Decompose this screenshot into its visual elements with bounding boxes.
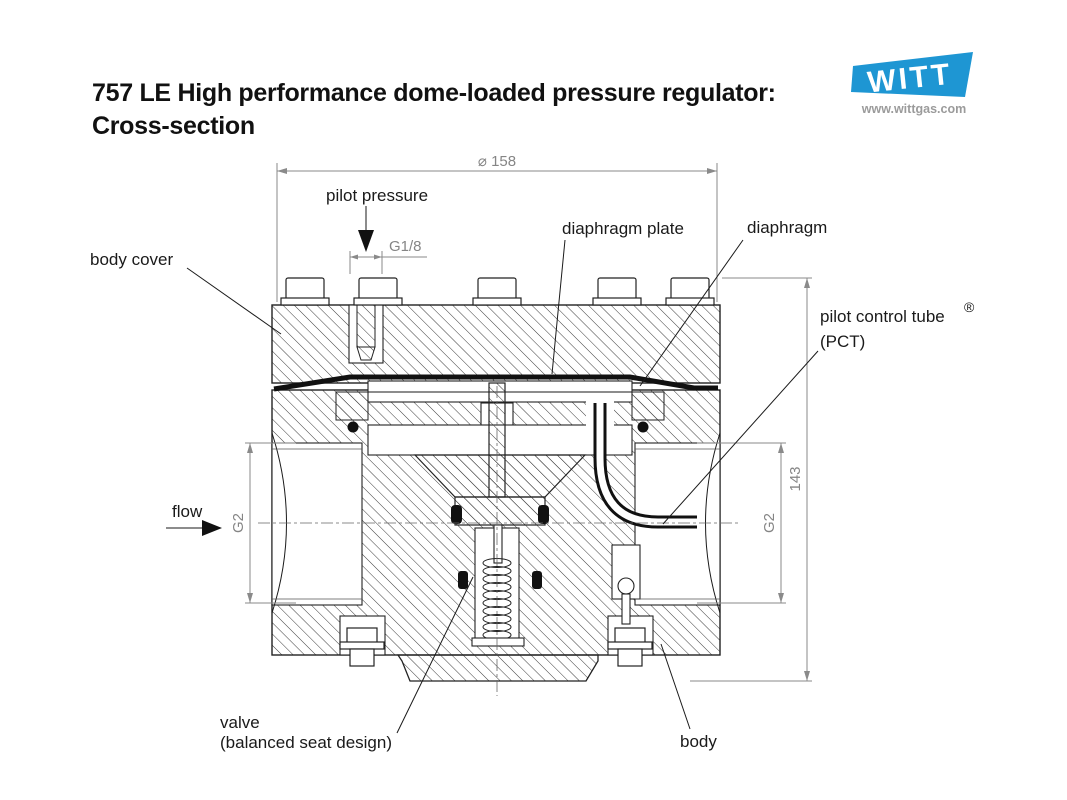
body-cover-leader [186, 267, 282, 335]
label-body-cover: body cover [90, 250, 173, 269]
page-title-line1: 757 LE High performance dome-loaded pres… [92, 79, 776, 107]
spring-seat [471, 637, 525, 647]
pilot-plug-tip [356, 346, 376, 361]
bolt [353, 277, 403, 306]
o-ring [347, 421, 359, 433]
dimension-outlet-g2: G2 [697, 442, 786, 604]
label-pilot-control-tube: pilot control tube [820, 307, 945, 326]
label-valve: valve [220, 713, 260, 732]
seat-seal [532, 571, 542, 589]
bottom-plug [607, 627, 653, 667]
dim-pilot-port-text: G1/8 [389, 238, 422, 255]
poppet-seal [451, 505, 462, 524]
dimension-diameter-158: ⌀ 158 [276, 153, 718, 302]
logo-website-text: www.wittgas.com [861, 102, 966, 116]
flow-arrow [202, 520, 222, 536]
valve-poppet [454, 496, 546, 526]
dimension-height-143: 143 [690, 277, 812, 682]
pilot-plug-shank [356, 304, 376, 348]
label-pct: (PCT) [820, 332, 865, 351]
dimension-inlet-g2: G2 [230, 442, 296, 604]
diaphragm-plate-leader [551, 239, 566, 375]
inlet-port-bore [271, 442, 363, 606]
bottom-boss [396, 654, 599, 682]
poppet-seal [538, 505, 549, 524]
bolt [592, 277, 642, 306]
body-leader [660, 643, 691, 730]
dim-outlet-text: G2 [761, 513, 778, 533]
page-title-line2: Cross-section [92, 112, 255, 140]
label-diaphragm-plate: diaphragm plate [562, 219, 684, 238]
valve-rod [493, 524, 503, 564]
bottom-plug [339, 627, 385, 667]
callouts: pilot pressure diaphragm plate diaphragm… [90, 186, 975, 752]
left-clamp-block [335, 391, 369, 421]
witt-logo: WITT www.wittgas.com [851, 52, 973, 116]
cover-bolts [280, 277, 715, 306]
body-cover-section [271, 304, 721, 384]
label-flow: flow [172, 502, 203, 521]
bolt [472, 277, 522, 306]
diaphragm-leader [639, 239, 744, 387]
dim-inlet-text: G2 [230, 513, 247, 533]
dim-height-text: 143 [787, 466, 804, 491]
label-pilot-pressure: pilot pressure [326, 186, 428, 205]
label-registered-mark: ® [964, 299, 975, 315]
label-valve-detail: (balanced seat design) [220, 733, 392, 752]
seat-seal [458, 571, 468, 589]
pct-leader [662, 350, 819, 525]
seals [347, 421, 649, 589]
pilot-ball-stem [621, 593, 631, 625]
label-body: body [680, 732, 717, 751]
pilot-pressure-arrow [358, 230, 374, 252]
dimension-pilot-port: G1/8 [349, 238, 427, 274]
logo-shape [851, 52, 973, 97]
o-ring [637, 421, 649, 433]
pilot-ball [617, 577, 635, 595]
right-clamp-block [631, 391, 665, 421]
dim-diameter-text: ⌀ 158 [478, 153, 516, 170]
valve-leader [396, 576, 474, 734]
diaphragm-membrane [273, 374, 718, 392]
label-diaphragm: diaphragm [747, 218, 827, 237]
bolt [280, 277, 330, 306]
pilot-control-tube-bore [596, 403, 697, 526]
